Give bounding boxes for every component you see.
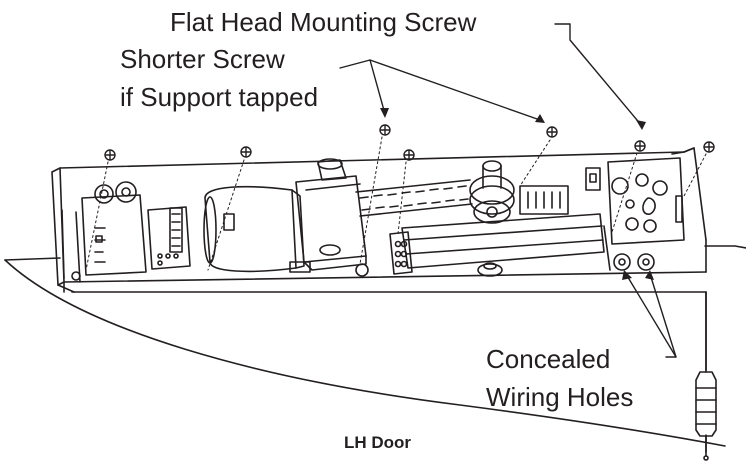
screw-icon [240,146,252,158]
chain-drive [355,179,473,217]
shorter-screw-label: Shorter Screw [120,44,285,74]
header-housing [51,147,707,293]
screw-icon [634,140,646,152]
motor [203,185,305,273]
wiring-holes-label: Wiring Holes [486,382,634,412]
screw-icon [379,124,391,136]
concealed-label: Concealed [486,344,611,374]
logic-board [147,206,191,270]
door-label: LH Door [344,433,412,452]
end-plate [603,157,685,271]
capacitor-1 [94,184,114,204]
control-board [75,181,147,283]
terminal-block [519,167,601,215]
screw-icon [403,149,415,161]
mounting-screws [104,124,715,161]
support-tapped-label: if Support tapped [120,82,319,112]
flat-head-screw-label: Flat Head Mounting Screw [170,7,477,37]
drive-cylinder [355,213,605,277]
screw-icon [104,149,116,161]
keyhole-slot [642,197,656,215]
screw-icon [703,141,715,153]
door-hardware [695,291,717,461]
end-plate-hole-2 [635,173,649,187]
screw-insertion-paths [85,136,707,271]
spindle-sprocket [469,160,515,224]
callout-arrowheads [380,108,654,280]
gearbox [289,158,367,273]
end-plate-hole-3 [652,180,668,196]
arm-shaft [477,263,503,277]
concealed-wiring-holes [613,253,655,271]
capacitor-2 [115,181,137,203]
screw-icon [546,126,558,138]
callout-leaders [339,23,677,358]
end-plate-hole-1 [611,177,629,195]
power-switch [585,167,601,191]
